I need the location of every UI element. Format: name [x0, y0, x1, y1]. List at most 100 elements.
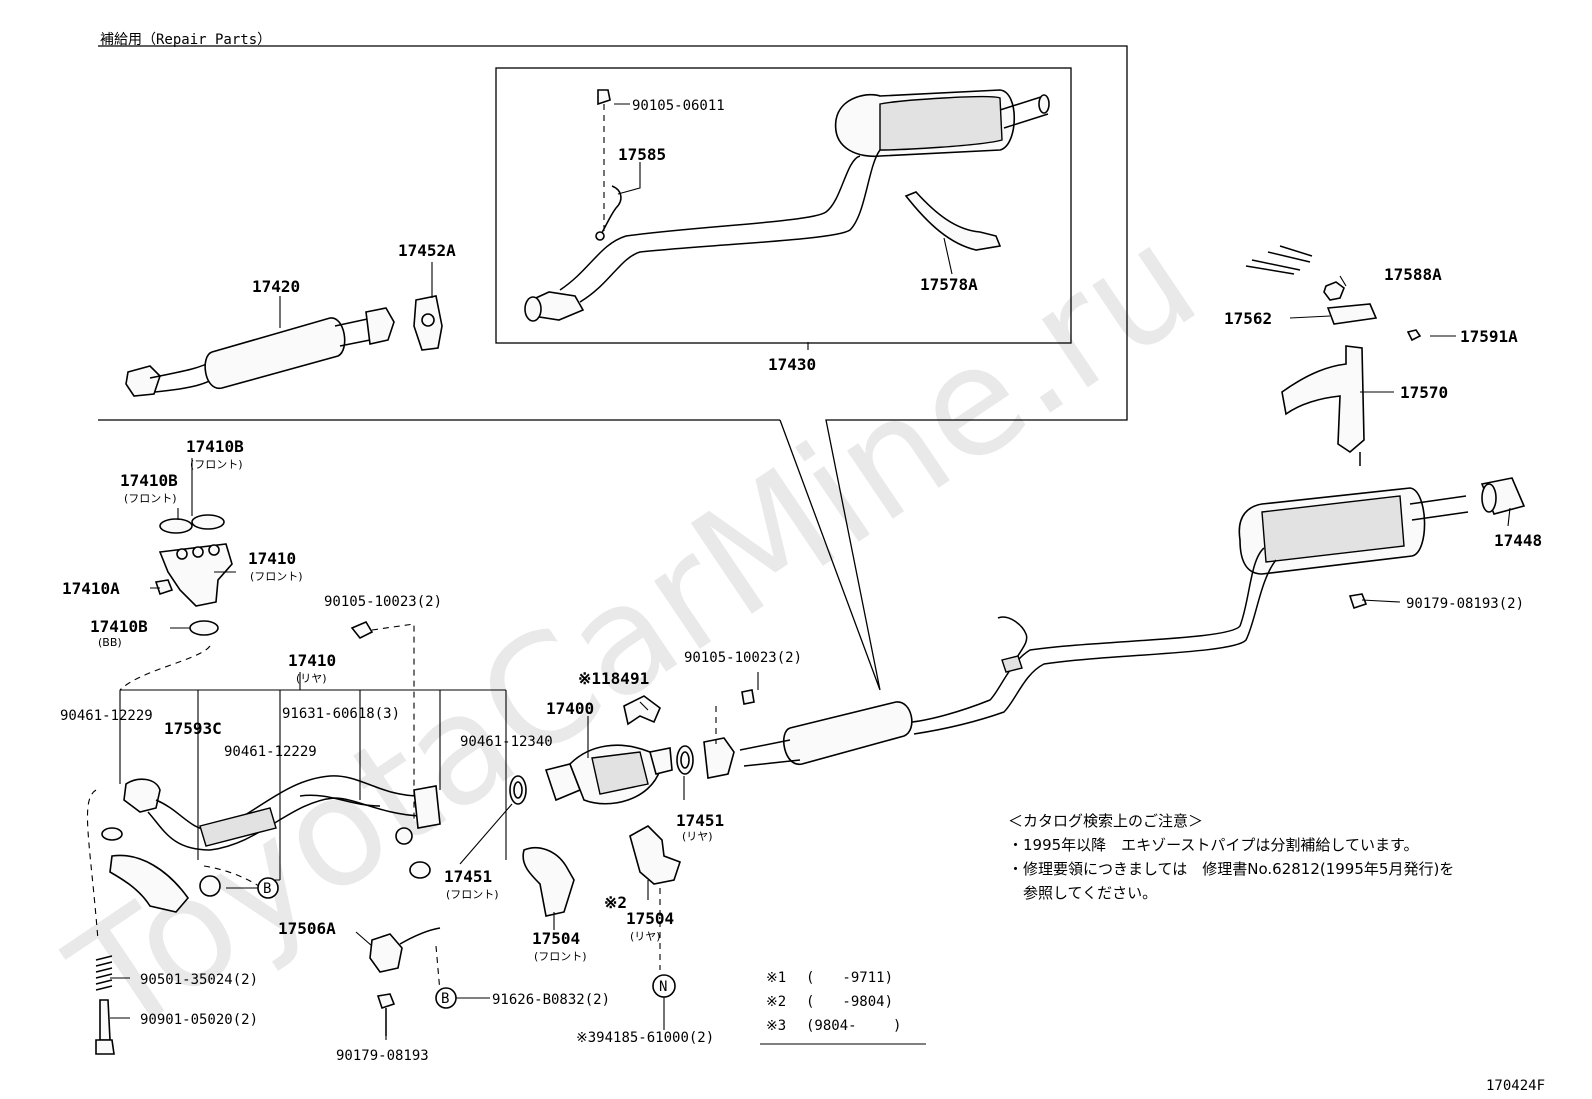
- label-91631-60618: 91631-60618(3): [282, 706, 400, 722]
- legend-key-2: ※2: [766, 994, 786, 1010]
- notes-line-1: ・1995年以降 エキゾーストパイプは分割補給しています。: [1008, 836, 1418, 854]
- nut-90179-08193-2: [1348, 593, 1368, 610]
- nut-17410A: [154, 579, 174, 596]
- leader-lines: [110, 103, 1511, 1040]
- catalytic-converter-17400: [544, 744, 673, 805]
- label-17593C: 17593C: [164, 719, 222, 738]
- sublabel-bb: (BB): [98, 636, 122, 649]
- label-90179-08193-2: 90179-08193(2): [1406, 596, 1524, 612]
- label-91626-B0832: 91626-B0832(2): [492, 992, 610, 1008]
- bracket-17570: [1281, 345, 1365, 466]
- muffler-assembly-inset-frame: [495, 67, 1072, 344]
- label-90461-12229-b: 90461-12229: [224, 744, 317, 760]
- front-muffler-repair-part: [125, 307, 395, 397]
- legend-value-3: (9804- ): [806, 1018, 901, 1034]
- svg-text:B: B: [441, 991, 449, 1007]
- repair-parts-heading: 補給用（Repair Parts）: [100, 32, 271, 48]
- center-muffler: [703, 701, 913, 779]
- label-17504-front: 17504: [532, 929, 580, 948]
- sublabel-front-b: (フロント): [124, 492, 177, 505]
- repair-parts-frame: [98, 45, 1128, 691]
- svg-text:B: B: [263, 881, 271, 897]
- gasket-17451-front: [509, 775, 527, 805]
- legend-value-1: ( -9711): [806, 970, 893, 986]
- rear-exhaust-pipe-17410: [123, 775, 441, 851]
- label-17562: 17562: [1224, 309, 1272, 328]
- bracket-17593C: [109, 854, 190, 913]
- label-90501-35024: 90501-35024(2): [140, 972, 258, 988]
- label-17452A: 17452A: [398, 241, 456, 260]
- label-17410: 17410: [248, 549, 296, 568]
- marker-n: N: [652, 974, 676, 1030]
- gasket-17451-rear: [676, 745, 694, 775]
- heat-insulator-17504-front: [522, 846, 575, 917]
- label-17588A: 17588A: [1384, 265, 1442, 284]
- sublabel-front-c: (フロント): [250, 570, 303, 583]
- label-17420: 17420: [252, 277, 300, 296]
- sensor-17585: [595, 185, 622, 241]
- exhaust-manifold-gaskets: [159, 514, 225, 534]
- label-90105-10023-b: 90105-10023(2): [684, 650, 802, 666]
- clamp-17578A: [904, 191, 1002, 251]
- label-17410-rear: 17410: [288, 651, 336, 670]
- front-exhaust-pipe-17410: [158, 543, 233, 607]
- sublabel-front-a: (フロント): [190, 458, 243, 471]
- label-17451-rear: 17451: [676, 811, 724, 830]
- label-17400: 17400: [546, 699, 594, 718]
- label-17451-front: 17451: [444, 867, 492, 886]
- label-17410A: 17410A: [62, 579, 120, 598]
- label-17591A: 17591A: [1460, 327, 1518, 346]
- label-90461-12340: 90461-12340: [460, 734, 553, 750]
- tail-muffler: [911, 487, 1469, 735]
- clip-17591A: [1406, 329, 1422, 342]
- gasket-17452A: [413, 295, 443, 351]
- legend-value-2: ( -9804): [806, 994, 893, 1010]
- label-17578A: 17578A: [920, 275, 978, 294]
- hanger-17506A: [369, 927, 441, 973]
- gaskets-left: [101, 827, 431, 897]
- legend-key-1: ※1: [766, 970, 786, 986]
- notes-line-2: ・修理要領につきましては 修理書No.62812(1995年5月発行)を: [1008, 860, 1454, 878]
- cushion-17588A: [1323, 281, 1345, 301]
- dashed-guides: [86, 645, 661, 993]
- label-17504-rear: 17504: [626, 909, 674, 928]
- label-90105-10023-a: 90105-10023(2): [324, 594, 442, 610]
- legend-key-3: ※3: [766, 1018, 786, 1034]
- label-90105-06011: 90105-06011: [632, 98, 725, 114]
- heat-insulator-18491: [623, 695, 661, 726]
- label-17410B-mid: 17410B: [120, 471, 178, 490]
- notes-title: ＜カタログ検索上のご注意＞: [1008, 812, 1203, 830]
- diagram-code: 170424F: [1486, 1078, 1545, 1094]
- heat-insulator-17504-rear: [629, 825, 682, 885]
- sensor-wire: [997, 616, 1028, 673]
- label-90461-12229-a: 90461-12229: [60, 708, 153, 724]
- bolt-90901-05020: [95, 999, 115, 1055]
- tail-pipe-17448: [1480, 477, 1526, 515]
- label-17410B-top: 17410B: [186, 437, 244, 456]
- bolt-90105-10023-b: [715, 689, 755, 744]
- label-17570: 17570: [1400, 383, 1448, 402]
- sublabel-front-d: (フロント): [446, 888, 499, 901]
- label-17585: 17585: [618, 145, 666, 164]
- label-90179-08193: 90179-08193: [336, 1048, 429, 1064]
- notes-line-3: 参照してください。: [1008, 884, 1157, 902]
- sublabel-rear-b: (リヤ): [682, 830, 713, 843]
- label-17430: 17430: [768, 355, 816, 374]
- applicability-legend: ※1 ( -9711) ※2 ( -9804) ※3 (9804- ): [760, 970, 926, 1045]
- spring-90501-35024: [95, 955, 113, 991]
- label-17506A: 17506A: [278, 919, 336, 938]
- label-17410B-bot: 17410B: [90, 617, 148, 636]
- sublabel-rear-a: (リヤ): [296, 672, 327, 685]
- heat-insulator-strips: [1245, 245, 1313, 275]
- label-90901-05020: 90901-05020(2): [140, 1012, 258, 1028]
- label-note2: ※2: [604, 893, 627, 912]
- catalog-notes: ＜カタログ検索上のご注意＞ ・1995年以降 エキゾーストパイプは分割補給してい…: [1008, 812, 1454, 902]
- label-18491: ※118491: [578, 669, 649, 688]
- marker-b-1: B: [257, 877, 279, 899]
- label-17448: 17448: [1494, 531, 1542, 550]
- sublabel-front-e: (フロント): [534, 950, 587, 963]
- marker-b-2: B: [435, 987, 457, 1009]
- gasket-17410B-bb: [189, 620, 219, 636]
- svg-text:N: N: [659, 979, 667, 995]
